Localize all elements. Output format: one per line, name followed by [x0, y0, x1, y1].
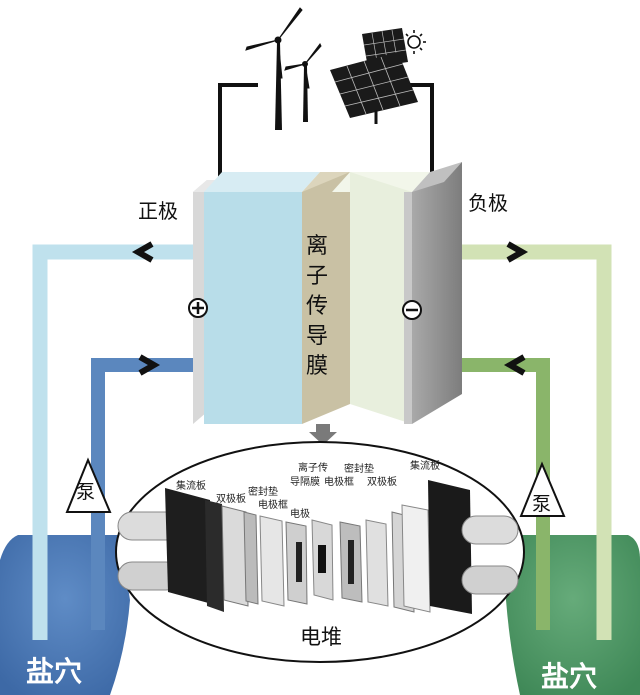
positive-chamber — [204, 192, 302, 424]
flow-arrow-pos-in — [138, 354, 161, 376]
pump-right-label: 泵 — [532, 493, 552, 515]
pump-left-symbol — [65, 457, 112, 513]
membrane-char: 膜 — [305, 354, 328, 379]
wire-negative — [405, 83, 434, 185]
part-label-electrode-frame-left: 电极框 — [258, 500, 288, 511]
part-label-electrode: 电极 — [290, 509, 310, 520]
wind-turbine-icon — [245, 7, 322, 130]
flow-arrow-neg-in — [503, 354, 526, 376]
part-label-current-collector-right: 集流板 — [410, 461, 440, 472]
pipe-positive-in — [91, 358, 196, 630]
stack-label: 电堆 — [300, 625, 342, 649]
salt-cavern-right-label: 盐穴 — [541, 660, 598, 693]
salt-cavern-left-label: 盐穴 — [26, 655, 83, 688]
positive-chamber-top — [204, 172, 320, 192]
membrane-char: 离 — [305, 234, 328, 259]
flow-arrow-neg-out — [506, 241, 529, 263]
part-label-gasket-left: 密封垫 — [248, 487, 278, 498]
negative-electrode-label: 负极 — [468, 191, 508, 215]
part-label-electrode-frame-right: 电极框 — [324, 477, 354, 488]
part-label-gasket-right: 密封垫 — [344, 464, 374, 475]
wire-positive — [218, 83, 258, 178]
cell-side-face — [412, 162, 462, 424]
negative-chamber — [350, 172, 412, 424]
ion-membrane — [302, 172, 350, 424]
pump-left-label: 泵 — [76, 481, 96, 503]
part-label-membrane-2: 导隔膜 — [290, 477, 320, 488]
positive-electrode-label: 正极 — [138, 199, 178, 223]
membrane-char: 传 — [305, 294, 328, 319]
pump-right-symbol — [519, 461, 566, 517]
flow-arrow-pos-out — [131, 241, 154, 263]
part-label-bipolar-plate-right: 双极板 — [367, 477, 397, 488]
membrane-label: 离 子 传 导 膜 — [301, 232, 333, 382]
stack-exploded-view — [117, 480, 519, 614]
part-label-bipolar-plate-left: 双极板 — [216, 494, 246, 505]
part-label-current-collector-left: 集流板 — [176, 481, 206, 492]
stack-pointer-arrow — [309, 424, 337, 445]
membrane-char: 子 — [305, 264, 328, 289]
pipe-negative-in — [460, 358, 550, 630]
pipe-negative-out — [460, 244, 612, 640]
solar-panel-icon — [330, 28, 426, 124]
membrane-char: 导 — [305, 324, 328, 349]
part-label-membrane-1: 离子传 — [298, 463, 328, 474]
